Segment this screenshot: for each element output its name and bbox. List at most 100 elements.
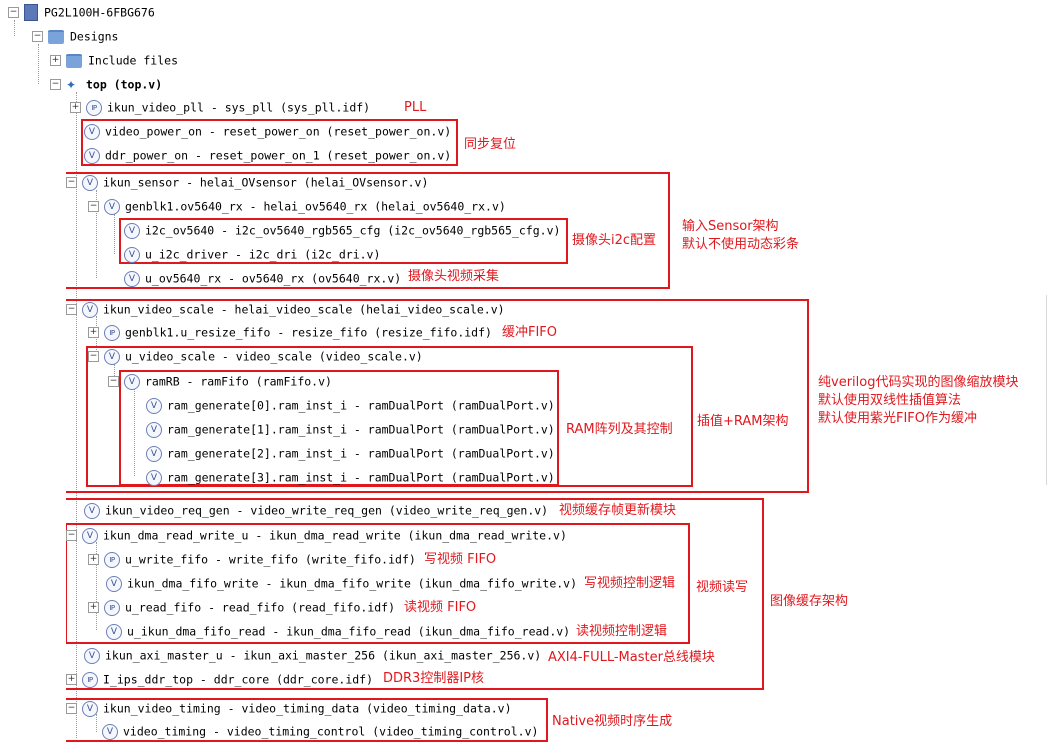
annotation-read-fifo: 读视频 FIFO	[404, 600, 477, 615]
annotation-cache: 图像缓存架构	[770, 594, 849, 609]
collapse-icon[interactable]: −	[66, 304, 77, 315]
verilog-icon: V	[104, 348, 120, 365]
tree-guide	[38, 44, 39, 84]
expand-icon[interactable]: +	[50, 55, 61, 66]
tree-row-include-files[interactable]: + Include files	[50, 50, 178, 70]
annotation-scale-3: 默认使用紫光FIFO作为缓冲	[818, 411, 978, 426]
collapse-icon[interactable]: −	[66, 530, 77, 541]
annotation-write-fifo: 写视频 FIFO	[424, 552, 497, 567]
collapse-icon[interactable]: −	[88, 351, 99, 362]
tree-guide	[96, 714, 97, 732]
annotation-scale-2: 默认使用双线性插值算法	[818, 393, 962, 408]
node-label: u_ikun_dma_fifo_read - ikun_dma_fifo_rea…	[127, 624, 571, 639]
annotation-rw: 视频读写	[696, 580, 749, 595]
node-label: ikun_sensor - helai_OVsensor (helai_OVse…	[103, 175, 429, 190]
expand-icon[interactable]: +	[88, 602, 99, 613]
tree-row-top[interactable]: −✦top (top.v)	[50, 74, 162, 94]
expand-icon[interactable]: +	[66, 674, 77, 685]
annotation-scale-1: 纯verilog代码实现的图像缩放模块	[818, 375, 1019, 390]
node-label: genblk1.u_resize_fifo - resize_fifo (res…	[125, 325, 492, 340]
verilog-icon: V	[146, 445, 162, 462]
verilog-icon: V	[82, 700, 98, 717]
verilog-icon: V	[84, 147, 100, 164]
box-i2c	[119, 218, 568, 264]
verilog-icon: V	[82, 527, 98, 544]
collapse-icon[interactable]: −	[50, 79, 61, 90]
annotation-axi: AXI4-FULL-Master总线模块	[548, 650, 715, 665]
expand-icon[interactable]: +	[88, 327, 99, 338]
expand-icon[interactable]: +	[88, 554, 99, 565]
node-label: genblk1.ov5640_rx - helai_ov5640_rx (hel…	[125, 199, 506, 214]
collapse-icon[interactable]: −	[32, 31, 43, 42]
node-label: ikun_video_timing - video_timing_data (v…	[103, 701, 512, 716]
node-label: ikun_dma_fifo_write - ikun_dma_fifo_writ…	[127, 576, 578, 591]
cut-mask	[0, 166, 66, 745]
tree-guide	[76, 92, 77, 738]
node-label: video_timing - video_timing_control (vid…	[123, 724, 539, 739]
verilog-icon: V	[124, 270, 140, 287]
collapse-icon[interactable]: −	[88, 201, 99, 212]
ip-icon: IP	[86, 99, 102, 116]
verilog-icon: V	[124, 373, 140, 390]
tree-row-designs[interactable]: −Designs	[32, 26, 118, 46]
node-label: ramRB - ramFifo (ramFifo.v)	[145, 374, 332, 389]
node-label: u_read_fifo - read_fifo (read_fifo.idf)	[125, 600, 396, 615]
include-files-label: Include files	[88, 53, 179, 68]
node-label: video_power_on - reset_power_on (reset_p…	[105, 124, 452, 139]
annotation-cam-cfg: 摄像头i2c配置	[572, 233, 657, 248]
annotation-ram: RAM阵列及其控制	[566, 422, 673, 437]
tree-row-device[interactable]: −PG2L100H-6FBG676	[8, 2, 155, 22]
node-label: ikun_video_scale - helai_video_scale (he…	[103, 302, 505, 317]
annotation-write-logic: 写视频控制逻辑	[584, 576, 676, 591]
tree-guide	[114, 214, 115, 254]
node-label: ram_generate[2].ram_inst_i - ramDualPort…	[167, 446, 555, 461]
verilog-icon: V	[102, 723, 118, 740]
expand-icon[interactable]: +	[70, 102, 81, 113]
annotation-interp: 插值+RAM架构	[697, 414, 789, 429]
collapse-icon[interactable]: −	[8, 7, 19, 18]
node-label: ikun_video_req_gen - video_write_req_gen…	[105, 503, 549, 518]
annotation-pll: PLL	[404, 100, 427, 115]
node-label: ram_generate[3].ram_inst_i - ramDualPort…	[167, 470, 555, 485]
node-label: u_i2c_driver - i2c_dri (i2c_dri.v)	[145, 247, 381, 262]
annotation-read-logic: 读视频控制逻辑	[576, 624, 668, 639]
annotation-sensor-2: 默认不使用动态彩条	[682, 237, 800, 252]
verilog-icon: V	[146, 421, 162, 438]
folder-icon	[66, 53, 82, 68]
verilog-icon: V	[82, 174, 98, 191]
node-label: I_ips_ddr_top - ddr_core (ddr_core.idf)	[103, 672, 374, 687]
collapse-icon[interactable]: −	[66, 703, 77, 714]
collapse-icon[interactable]: −	[108, 376, 119, 387]
tree-guide	[96, 190, 97, 278]
node-label: i2c_ov5640 - i2c_ov5640_rgb565_cfg (i2c_…	[145, 223, 561, 238]
node-label: ikun_video_pll - sys_pll (sys_pll.idf)	[107, 100, 371, 115]
collapse-icon[interactable]: −	[66, 177, 77, 188]
tree-row[interactable]: + IP ikun_video_pll - sys_pll (sys_pll.idf…	[70, 97, 370, 117]
box-interp	[86, 346, 693, 487]
